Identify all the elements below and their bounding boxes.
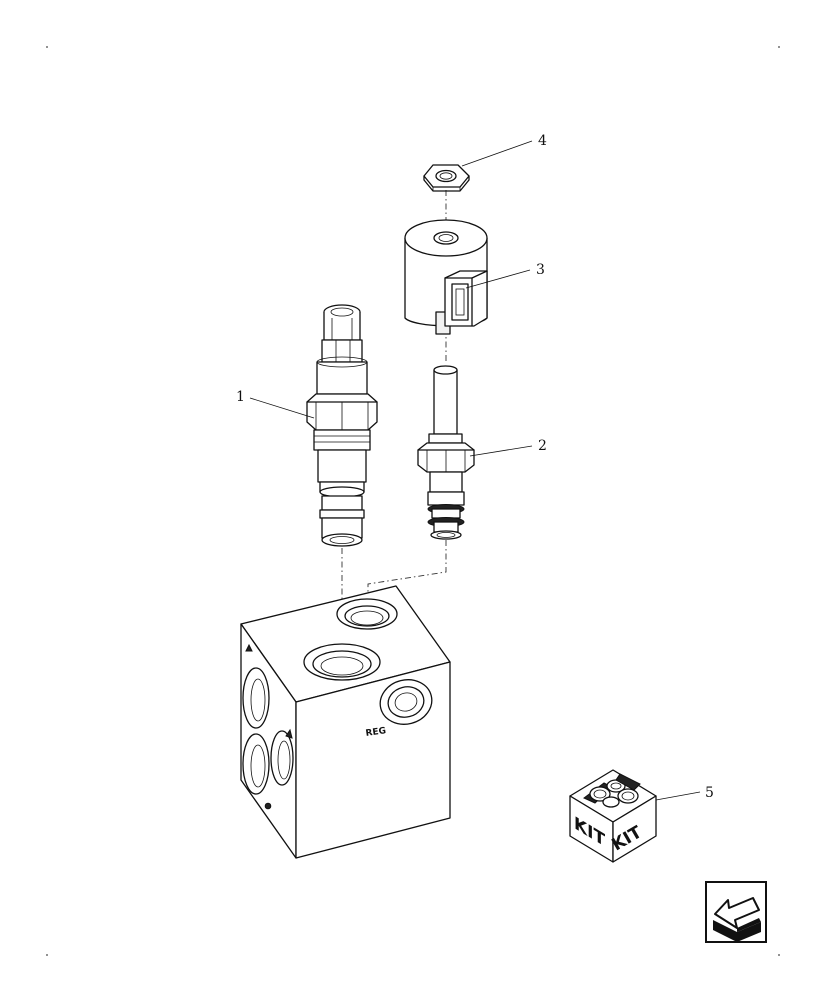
callout-5: 5: [705, 785, 714, 801]
callouts: 4 3 1 2 5: [236, 133, 714, 801]
side-markings: [245, 643, 293, 810]
top-port-rear: [336, 598, 398, 630]
callout-2: 2: [538, 438, 547, 454]
reg-port-label: REG: [365, 726, 387, 739]
callout-1: 1: [236, 389, 245, 405]
corner-marks: [46, 46, 780, 956]
part-2-cartridge-valve[interactable]: [417, 365, 475, 540]
reg-port: REG: [365, 679, 433, 739]
part-4-hex-nut[interactable]: [423, 164, 470, 192]
callout-3: 3: [536, 262, 545, 278]
side-port-lower-left: [242, 733, 270, 795]
callout-4: 4: [538, 133, 547, 149]
back-arrow-icon[interactable]: [705, 881, 767, 943]
manifold-block[interactable]: REG: [240, 585, 451, 859]
part-5-seal-kit[interactable]: KIT KIT: [569, 769, 657, 863]
side-port-upper: [242, 667, 270, 729]
top-port-front: [303, 643, 381, 681]
part-3-solenoid-coil[interactable]: [404, 219, 488, 335]
kit-seals: [583, 773, 641, 808]
part-1-relief-valve[interactable]: [306, 304, 378, 547]
side-port-lower-right: [270, 730, 294, 786]
